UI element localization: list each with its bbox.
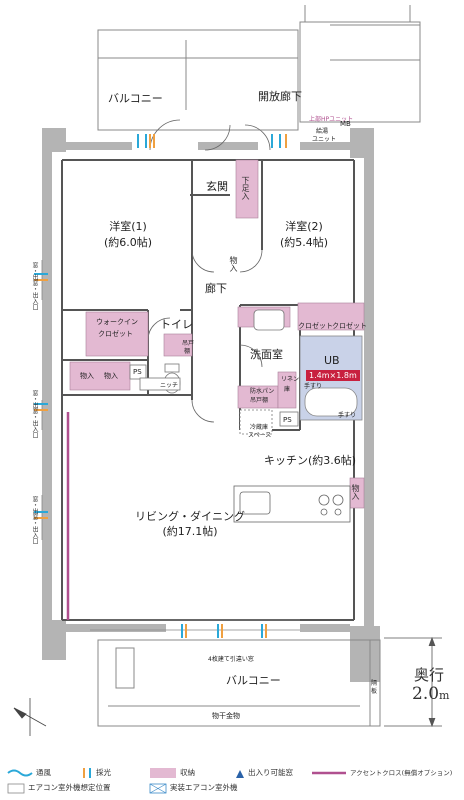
storage-left-1-label: 物入 bbox=[80, 372, 94, 380]
living-dining-name: リビング・ダイニング bbox=[135, 510, 245, 523]
mb-label: MB bbox=[340, 120, 351, 128]
legend-ac-planned: エアコン室外機想定位置 bbox=[28, 783, 111, 793]
legend-accent: アクセントクロス(無償オプション) bbox=[350, 768, 452, 778]
shoe-box-label: 下足入 bbox=[241, 176, 250, 200]
ps-2-label: PS bbox=[283, 416, 292, 424]
depth-unit: m bbox=[439, 689, 450, 702]
water-heater-label-1: 給湯 bbox=[316, 128, 329, 135]
washroom-label: 洗面室 bbox=[250, 348, 283, 361]
ventilation-arrows bbox=[34, 134, 281, 638]
legend-ac-planned-label: エアコン室外機想定位置 bbox=[28, 783, 111, 792]
kitchen-label: キッチン(約3.6帖) bbox=[264, 454, 357, 467]
handrail-2-label: 手すり bbox=[338, 412, 357, 419]
walkin-label-2: クロゼット bbox=[98, 330, 133, 338]
partition-label-1: 隔 bbox=[371, 680, 378, 687]
linen-label-2: 庫 bbox=[284, 386, 291, 393]
hanging-shelf-label-2: 棚 bbox=[184, 348, 191, 355]
water-heater-label-2: ユニット bbox=[312, 136, 337, 143]
legend-entry-label: 出入り可能窓 bbox=[248, 768, 293, 777]
entrance-storage-label: 物入 bbox=[229, 256, 238, 272]
fridge-label-1: 冷蔵庫 bbox=[250, 424, 269, 431]
waterproof-pan-label: 防水パン bbox=[250, 388, 275, 395]
closet-1-label: クロゼット bbox=[298, 322, 333, 330]
legend-icons bbox=[7, 768, 346, 794]
depth-label: 奥行 bbox=[414, 666, 445, 684]
depth-dimension bbox=[384, 636, 442, 728]
kitchen-counter bbox=[233, 485, 351, 523]
north-area-outline bbox=[97, 5, 421, 131]
open-corridor-label: 開放廊下 bbox=[258, 90, 302, 103]
legend-daylight-label: 採光 bbox=[96, 768, 111, 777]
legend-ac-installed: 実装エアコン室外機 bbox=[170, 783, 238, 793]
ub-size-badge: 1.4m×1.8m bbox=[306, 370, 360, 381]
western-room-1-name: 洋室(1) bbox=[109, 220, 147, 233]
handrail-1-label: 手すり bbox=[304, 383, 323, 390]
depth-value: 2.0m bbox=[412, 684, 449, 704]
upper-unit-label: 上部HPユニット bbox=[309, 116, 354, 123]
toilet-label: トイレ bbox=[160, 318, 193, 331]
balcony-south-label: バルコニー bbox=[226, 674, 281, 687]
outer-walls bbox=[42, 128, 380, 682]
storage-left-2-label: 物入 bbox=[104, 372, 118, 380]
legend-storage: 収納 bbox=[180, 768, 195, 778]
legend-ventilation-label: 通風 bbox=[36, 768, 51, 777]
south-balcony-outline bbox=[97, 639, 381, 727]
ps-1-label: PS bbox=[133, 368, 142, 376]
walkin-label-1: ウォークイン bbox=[96, 318, 138, 326]
western-room-1-size: (約6.0帖) bbox=[103, 236, 153, 249]
window-note-label: 4枚建て引違い窓 bbox=[208, 656, 254, 663]
ub-label: UB bbox=[324, 354, 340, 367]
western-room-2-name: 洋室(2) bbox=[285, 220, 323, 233]
niche-label: ニッチ bbox=[160, 382, 179, 389]
drying-rack-label: 物干金物 bbox=[212, 712, 240, 720]
compass-icon bbox=[13, 698, 47, 736]
depth-number: 2.0 bbox=[412, 684, 440, 704]
legend-ventilation: 通風 bbox=[36, 768, 51, 778]
partition-label-2: 板 bbox=[371, 688, 378, 695]
hanging-shelf-label-1: 吊戸 bbox=[182, 340, 195, 347]
legend-storage-label: 収納 bbox=[180, 768, 195, 777]
daylight-arrows bbox=[34, 134, 287, 638]
bay-note-1: 窓・出窓・出入口 bbox=[31, 262, 38, 310]
linen-label-1: リネン bbox=[281, 376, 300, 383]
fridge-label-2: スペース bbox=[248, 432, 272, 439]
legend-entry: 出入り可能窓 bbox=[248, 768, 293, 778]
bathtub-icon bbox=[304, 387, 358, 417]
legend-ac-installed-label: 実装エアコン室外機 bbox=[170, 783, 238, 792]
fixtures bbox=[129, 309, 299, 435]
bay-note-2: 窓・出窓・出入口 bbox=[31, 390, 38, 438]
hanging-shelf-2-label: 吊戸棚 bbox=[250, 397, 269, 404]
balcony-north-label: バルコニー bbox=[108, 92, 163, 105]
bay-note-3: 窓・出窓・出入口 bbox=[31, 496, 38, 544]
living-dining-size: (約17.1帖) bbox=[162, 525, 218, 538]
closet-2-label: クロゼット bbox=[332, 322, 367, 330]
legend-daylight: 採光 bbox=[96, 768, 111, 778]
western-room-2-size: (約5.4帖) bbox=[279, 236, 329, 249]
hallway-label: 廊下 bbox=[205, 282, 227, 295]
legend-accent-label: アクセントクロス(無償オプション) bbox=[350, 769, 453, 777]
kitchen-storage-label: 物入 bbox=[351, 484, 360, 500]
entrance-label: 玄関 bbox=[206, 180, 228, 193]
